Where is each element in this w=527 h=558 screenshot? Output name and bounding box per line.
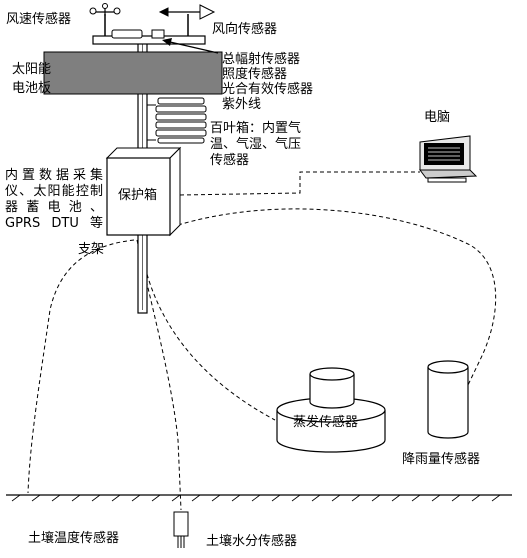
protection-box-label: 保护箱 xyxy=(118,188,158,203)
cable-soil-temperature xyxy=(27,239,135,494)
builtin-components-label-line: 仪、太阳能控制 xyxy=(5,184,103,199)
radiation-sensor-arrow xyxy=(162,38,219,54)
louver-box-label-line: 百叶箱：内置气 xyxy=(210,121,302,136)
computer-icon xyxy=(419,135,478,183)
louver-box-label-line: 温、气湿、气压 xyxy=(210,137,302,152)
wind-speed-sensor xyxy=(89,3,121,36)
louver-box xyxy=(147,97,207,144)
cable-soil-moisture xyxy=(136,239,182,511)
builtin-components-label-line: 器 蓄 电 池 、 xyxy=(5,200,103,215)
protection-box xyxy=(105,146,182,237)
radiation-sensors-label-line: 紫外线 xyxy=(222,97,262,112)
solar-panel-label-line: 电池板 xyxy=(12,81,52,96)
wind-speed-label: 风速传感器 xyxy=(6,12,72,27)
soil-moisture-probe xyxy=(173,511,189,548)
builtin-components-label-line: 内置数据采集 xyxy=(5,168,103,183)
wind-direction-sensor xyxy=(158,4,216,36)
wind-direction-label: 风向传感器 xyxy=(212,22,278,37)
solar-panel xyxy=(43,51,223,95)
cable-rainfall xyxy=(177,208,497,386)
radiation-sensors-label-line: 总幅射传感器 xyxy=(222,52,301,67)
radiation-sensors-label-line: 光合有效传感器 xyxy=(222,82,314,97)
sensor-crossbar xyxy=(92,29,206,45)
soil-moisture-label: 土壤水分传感器 xyxy=(206,534,298,549)
ground-line xyxy=(6,494,512,502)
evaporation-label: 蒸发传感器 xyxy=(293,415,359,430)
rainfall-sensor xyxy=(427,360,469,439)
cable-evaporation xyxy=(139,239,276,421)
soil-temperature-label: 土壤温度传感器 xyxy=(28,531,120,546)
bracket-label: 支架 xyxy=(78,242,105,257)
builtin-components-label-line: GPRS DTU 等 xyxy=(5,216,103,231)
cable-computer xyxy=(179,171,420,196)
solar-panel-label-line: 太阳能 xyxy=(12,62,52,77)
louver-box-label-line: 传感器 xyxy=(210,153,250,168)
rainfall-label: 降雨量传感器 xyxy=(402,452,481,467)
computer-label: 电脑 xyxy=(424,110,451,125)
evaporation-sensor xyxy=(276,367,386,453)
radiation-sensors-label-line: 照度传感器 xyxy=(222,67,288,82)
